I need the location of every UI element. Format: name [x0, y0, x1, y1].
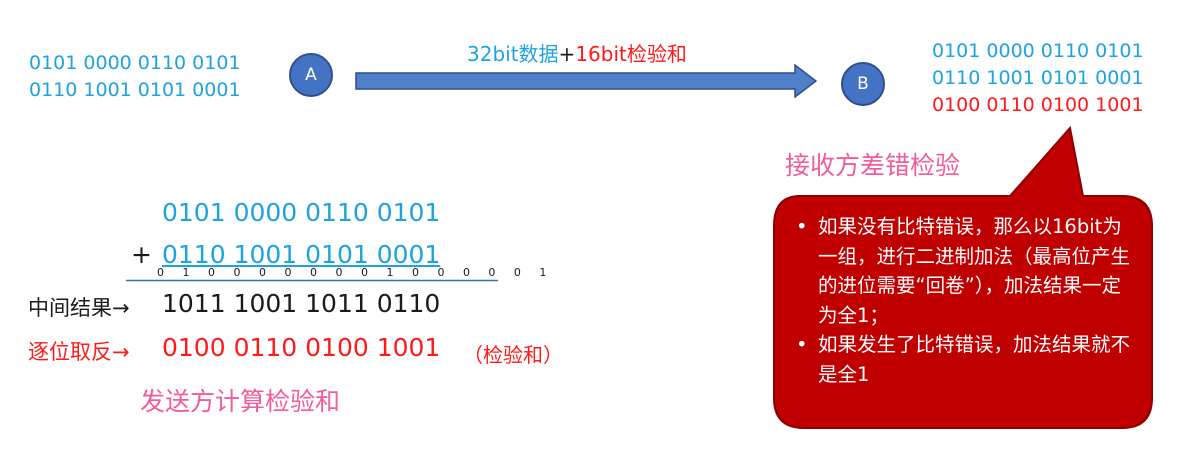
sum-divider	[126, 279, 498, 282]
intermediate-arrow: →	[112, 296, 130, 320]
checksum-size-label: 16bit检验和	[575, 42, 687, 66]
node-b: B	[841, 62, 885, 106]
sender-bits-line-2: 0110 1001 0101 0001	[29, 79, 241, 101]
invert-label: 逐位取反→	[28, 336, 130, 366]
callout-text: • 如果没有比特错误，那么以16bit为一组，进行二进制加法（最高位产生的进位需要…	[790, 212, 1130, 389]
node-a: A	[289, 53, 333, 97]
intermediate-label: 中间结果→	[28, 292, 130, 322]
transmission-arrow	[355, 64, 817, 98]
arrow-label: 32bit数据+16bit检验和	[467, 38, 687, 67]
callout-item-2: • 如果发生了比特错误，加法结果就不是全1	[790, 330, 1130, 389]
node-b-label: B	[857, 74, 869, 94]
receiver-bits-line-2: 0110 1001 0101 0001	[932, 67, 1144, 89]
receiver-title: 接收方差错检验	[785, 151, 961, 180]
intermediate-value: 1011 1001 1011 0110	[162, 289, 441, 318]
callout-item-1: • 如果没有比特错误，那么以16bit为一组，进行二进制加法（最高位产生的进位需要…	[790, 212, 1130, 330]
bullet-1: •	[796, 215, 808, 238]
callout-item-1-text: 如果没有比特错误，那么以16bit为一组，进行二进制加法（最高位产生的进位需要“…	[818, 215, 1131, 327]
operand-2: 0110 1001 0101 0001	[162, 240, 441, 269]
bullet-2: •	[796, 333, 808, 356]
receiver-checksum: 0100 0110 0100 1001	[932, 94, 1144, 116]
callout-bubble	[773, 126, 1153, 429]
invert-arrow: →	[112, 340, 130, 364]
node-a-label: A	[305, 65, 317, 85]
plus-operator: +	[131, 240, 152, 269]
receiver-bits: 0101 0000 0110 0101 0110 1001 0101 0001 …	[932, 38, 1144, 119]
sender-title: 发送方计算检验和	[140, 387, 341, 416]
checksum-result: 0100 0110 0100 1001	[162, 333, 441, 362]
sender-bits-line-1: 0101 0000 0110 0101	[29, 52, 241, 74]
data-size-label: 32bit数据	[467, 42, 559, 66]
receiver-bits-line-1: 0101 0000 0110 0101	[932, 40, 1144, 62]
invert-label-text: 逐位取反	[28, 340, 112, 364]
operand-1: 0101 0000 0110 0101	[162, 198, 441, 227]
callout-list: • 如果没有比特错误，那么以16bit为一组，进行二进制加法（最高位产生的进位需要…	[790, 212, 1130, 389]
plus-sign: +	[558, 42, 576, 66]
checksum-note: （检验和）	[463, 343, 563, 367]
carry-bits: 0 1 0 0 0 0 0 0 0 1 0 0 0 0 0 1	[157, 266, 554, 279]
intermediate-label-text: 中间结果	[28, 296, 112, 320]
callout-item-2-text: 如果发生了比特错误，加法结果就不是全1	[818, 333, 1131, 386]
sender-bits: 0101 0000 0110 0101 0110 1001 0101 0001	[29, 50, 241, 104]
